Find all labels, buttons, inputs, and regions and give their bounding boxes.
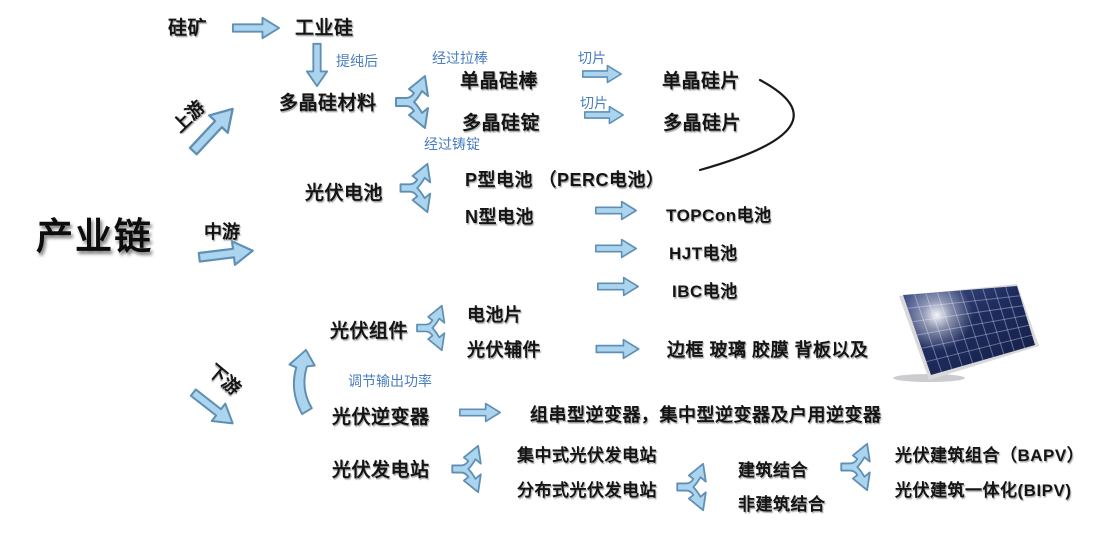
node-inverter-types: 组串型逆变器，集中型逆变器及户用逆变器 bbox=[530, 405, 882, 425]
node-mono-wafer: 单晶硅片 bbox=[662, 71, 741, 92]
fork-distributed-icon bbox=[674, 462, 718, 512]
node-mono-rod: 单晶硅棒 bbox=[460, 71, 539, 92]
fork-pv-module-icon bbox=[414, 304, 456, 352]
fork-pv-station-icon bbox=[449, 444, 493, 494]
node-poly-wafer: 多晶硅片 bbox=[663, 113, 742, 134]
wafer-to-cell-curve-icon bbox=[690, 65, 810, 180]
node-distributed-station: 分布式光伏发电站 bbox=[517, 481, 657, 500]
fork-building-icon bbox=[838, 442, 882, 492]
upstream-arrow-icon bbox=[171, 86, 256, 174]
node-p-type: P型电池 （PERC电池） bbox=[465, 170, 665, 190]
node-non-building: 非建筑结合 bbox=[738, 495, 826, 514]
midstream-arrow-icon bbox=[187, 235, 266, 272]
edge-label-rod-pulling: 经过拉棒 bbox=[432, 50, 488, 66]
node-topcon: TOPCon电池 bbox=[666, 206, 772, 225]
node-industrial-silicon: 工业硅 bbox=[295, 18, 354, 39]
arrow-inverter-to-types-icon bbox=[455, 402, 505, 423]
node-pv-inverter: 光伏逆变器 bbox=[332, 407, 430, 428]
node-bipv: 光伏建筑一体化(BIPV) bbox=[895, 481, 1072, 500]
arrow-ore-to-industrial-icon bbox=[228, 16, 284, 40]
arrow-industrial-to-poly-icon bbox=[305, 42, 329, 88]
page-title: 产业链 bbox=[36, 216, 153, 257]
arrow-n-to-topcon-icon bbox=[590, 200, 642, 221]
node-bapv: 光伏建筑组合（BAPV） bbox=[895, 446, 1085, 465]
node-hjt: HJT电池 bbox=[669, 244, 738, 263]
edge-label-ingot-casting: 经过铸锭 bbox=[424, 136, 480, 152]
arrow-n-to-hjt-icon bbox=[590, 238, 642, 259]
edge-label-adjust-output: 调节输出功率 bbox=[348, 373, 432, 389]
inverter-to-module-swoosh-icon bbox=[287, 348, 323, 416]
downstream-arrow-icon bbox=[173, 373, 252, 443]
edge-label-purify: 提纯后 bbox=[336, 53, 378, 69]
node-aux-detail: 边框 玻璃 胶膜 背板以及 bbox=[667, 340, 869, 360]
node-building: 建筑结合 bbox=[738, 461, 808, 480]
fork-poly-material-icon bbox=[394, 74, 440, 130]
node-n-type: N型电池 bbox=[465, 207, 534, 227]
node-pv-cell: 光伏电池 bbox=[305, 183, 384, 204]
arrow-ingot-to-wafer-icon bbox=[579, 105, 629, 125]
node-poly-material: 多晶硅材料 bbox=[279, 93, 377, 114]
arrow-rod-to-wafer-icon bbox=[577, 64, 627, 84]
fork-pv-cell-icon bbox=[398, 162, 442, 214]
node-silicon-ore: 硅矿 bbox=[168, 18, 208, 39]
arrow-n-to-ibc-icon bbox=[592, 276, 644, 297]
solar-panel-image bbox=[885, 283, 1045, 383]
stage-label-midstream: 中游 bbox=[204, 222, 240, 242]
node-cell-sheet: 电池片 bbox=[467, 305, 523, 325]
edge-label-slice-mono: 切片 bbox=[578, 50, 606, 66]
node-poly-ingot: 多晶硅锭 bbox=[462, 113, 541, 134]
node-pv-station: 光伏发电站 bbox=[332, 460, 430, 481]
node-ibc: IBC电池 bbox=[672, 282, 738, 301]
edge-label-slice-poly: 切片 bbox=[580, 95, 608, 111]
node-pv-module: 光伏组件 bbox=[330, 321, 409, 342]
arrow-aux-to-detail-icon bbox=[590, 338, 645, 360]
node-central-station: 集中式光伏发电站 bbox=[517, 446, 657, 465]
node-pv-aux: 光伏辅件 bbox=[467, 340, 541, 360]
